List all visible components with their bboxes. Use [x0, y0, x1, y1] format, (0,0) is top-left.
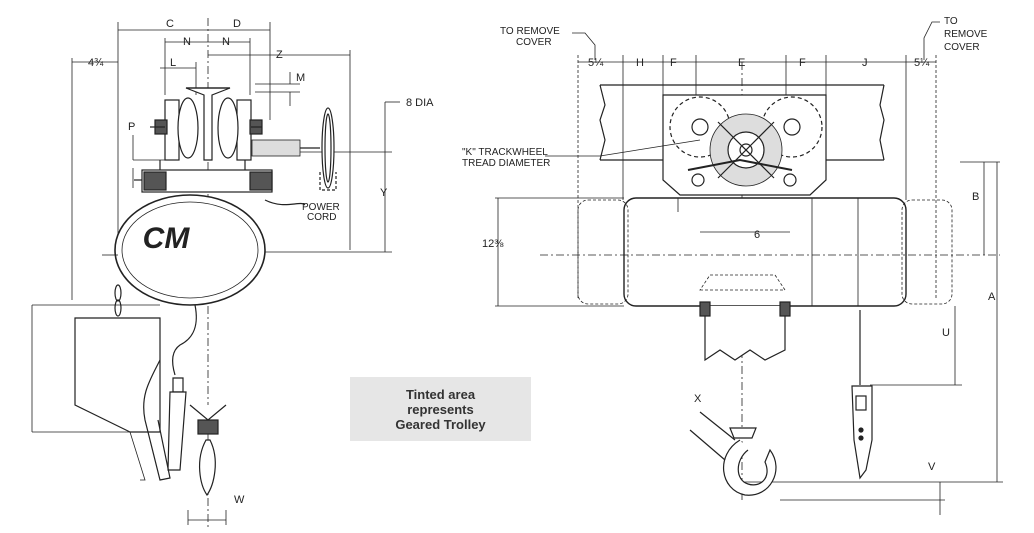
label-f-right: F	[799, 57, 806, 69]
front-side-dimensions	[495, 161, 1003, 515]
side-chain-bucket	[31, 304, 171, 481]
label-y: Y	[380, 187, 388, 199]
label-f-left: F	[670, 57, 677, 69]
label-l: L	[170, 57, 176, 69]
label-power-cord-2: CORD	[307, 212, 336, 223]
label-x: X	[694, 393, 702, 405]
label-five-quarter-left: 5¼	[588, 57, 604, 69]
label-e: E	[738, 57, 745, 69]
legend-box: Tinted area represents Geared Trolley	[350, 377, 531, 441]
label-four-three-quarter: 4¾	[88, 57, 104, 69]
legend-line-2: represents	[407, 401, 474, 417]
side-trolley	[134, 97, 337, 193]
label-remove-right-3: COVER	[944, 42, 980, 53]
label-power-cord-1: POWER	[302, 202, 340, 213]
side-hoist-body	[102, 194, 306, 525]
label-six: 6	[754, 229, 760, 241]
label-w: W	[234, 494, 245, 506]
label-p: P	[128, 121, 135, 133]
front-view	[495, 21, 1003, 515]
label-h: H	[636, 57, 644, 69]
label-b: B	[972, 191, 979, 203]
front-view-labels: TO REMOVE COVER TO REMOVE COVER 5¼ H F E…	[462, 16, 996, 473]
label-k-trackwheel-1: "K" TRACKWHEEL	[462, 147, 548, 158]
label-twelve-three-eighths: 12⅜	[482, 238, 504, 250]
front-pendant	[851, 310, 873, 480]
label-remove-right-2: REMOVE	[944, 29, 988, 40]
label-n-right: N	[222, 36, 230, 48]
label-m: M	[296, 72, 305, 84]
label-z: Z	[276, 49, 283, 61]
label-u: U	[942, 327, 950, 339]
cm-logo: CM	[143, 222, 191, 255]
side-ibeam	[185, 87, 231, 161]
front-load-block	[689, 301, 791, 496]
label-c: C	[166, 18, 174, 30]
label-eight-dia: 8 DIA	[406, 97, 434, 109]
front-trolley	[662, 94, 827, 196]
side-view	[31, 18, 400, 530]
label-n-left: N	[183, 36, 191, 48]
label-remove-left-1: TO REMOVE	[500, 26, 560, 37]
label-j: J	[862, 57, 868, 69]
front-hoist-housing	[577, 197, 953, 307]
label-k-trackwheel-2: TREAD DIAMETER	[462, 158, 550, 169]
legend-line-3: Geared Trolley	[395, 416, 486, 432]
label-remove-left-2: COVER	[516, 37, 552, 48]
legend-line-1: Tinted area	[405, 386, 476, 402]
label-five-quarter-right: 5¼	[914, 57, 930, 69]
label-d: D	[233, 18, 241, 30]
label-v: V	[928, 461, 936, 473]
label-a: A	[988, 291, 996, 303]
label-remove-right-1: TO	[944, 16, 958, 27]
side-view-labels: C D N N L Z M P 4¾ 8 DIA Y POWER CORD W	[88, 18, 434, 506]
